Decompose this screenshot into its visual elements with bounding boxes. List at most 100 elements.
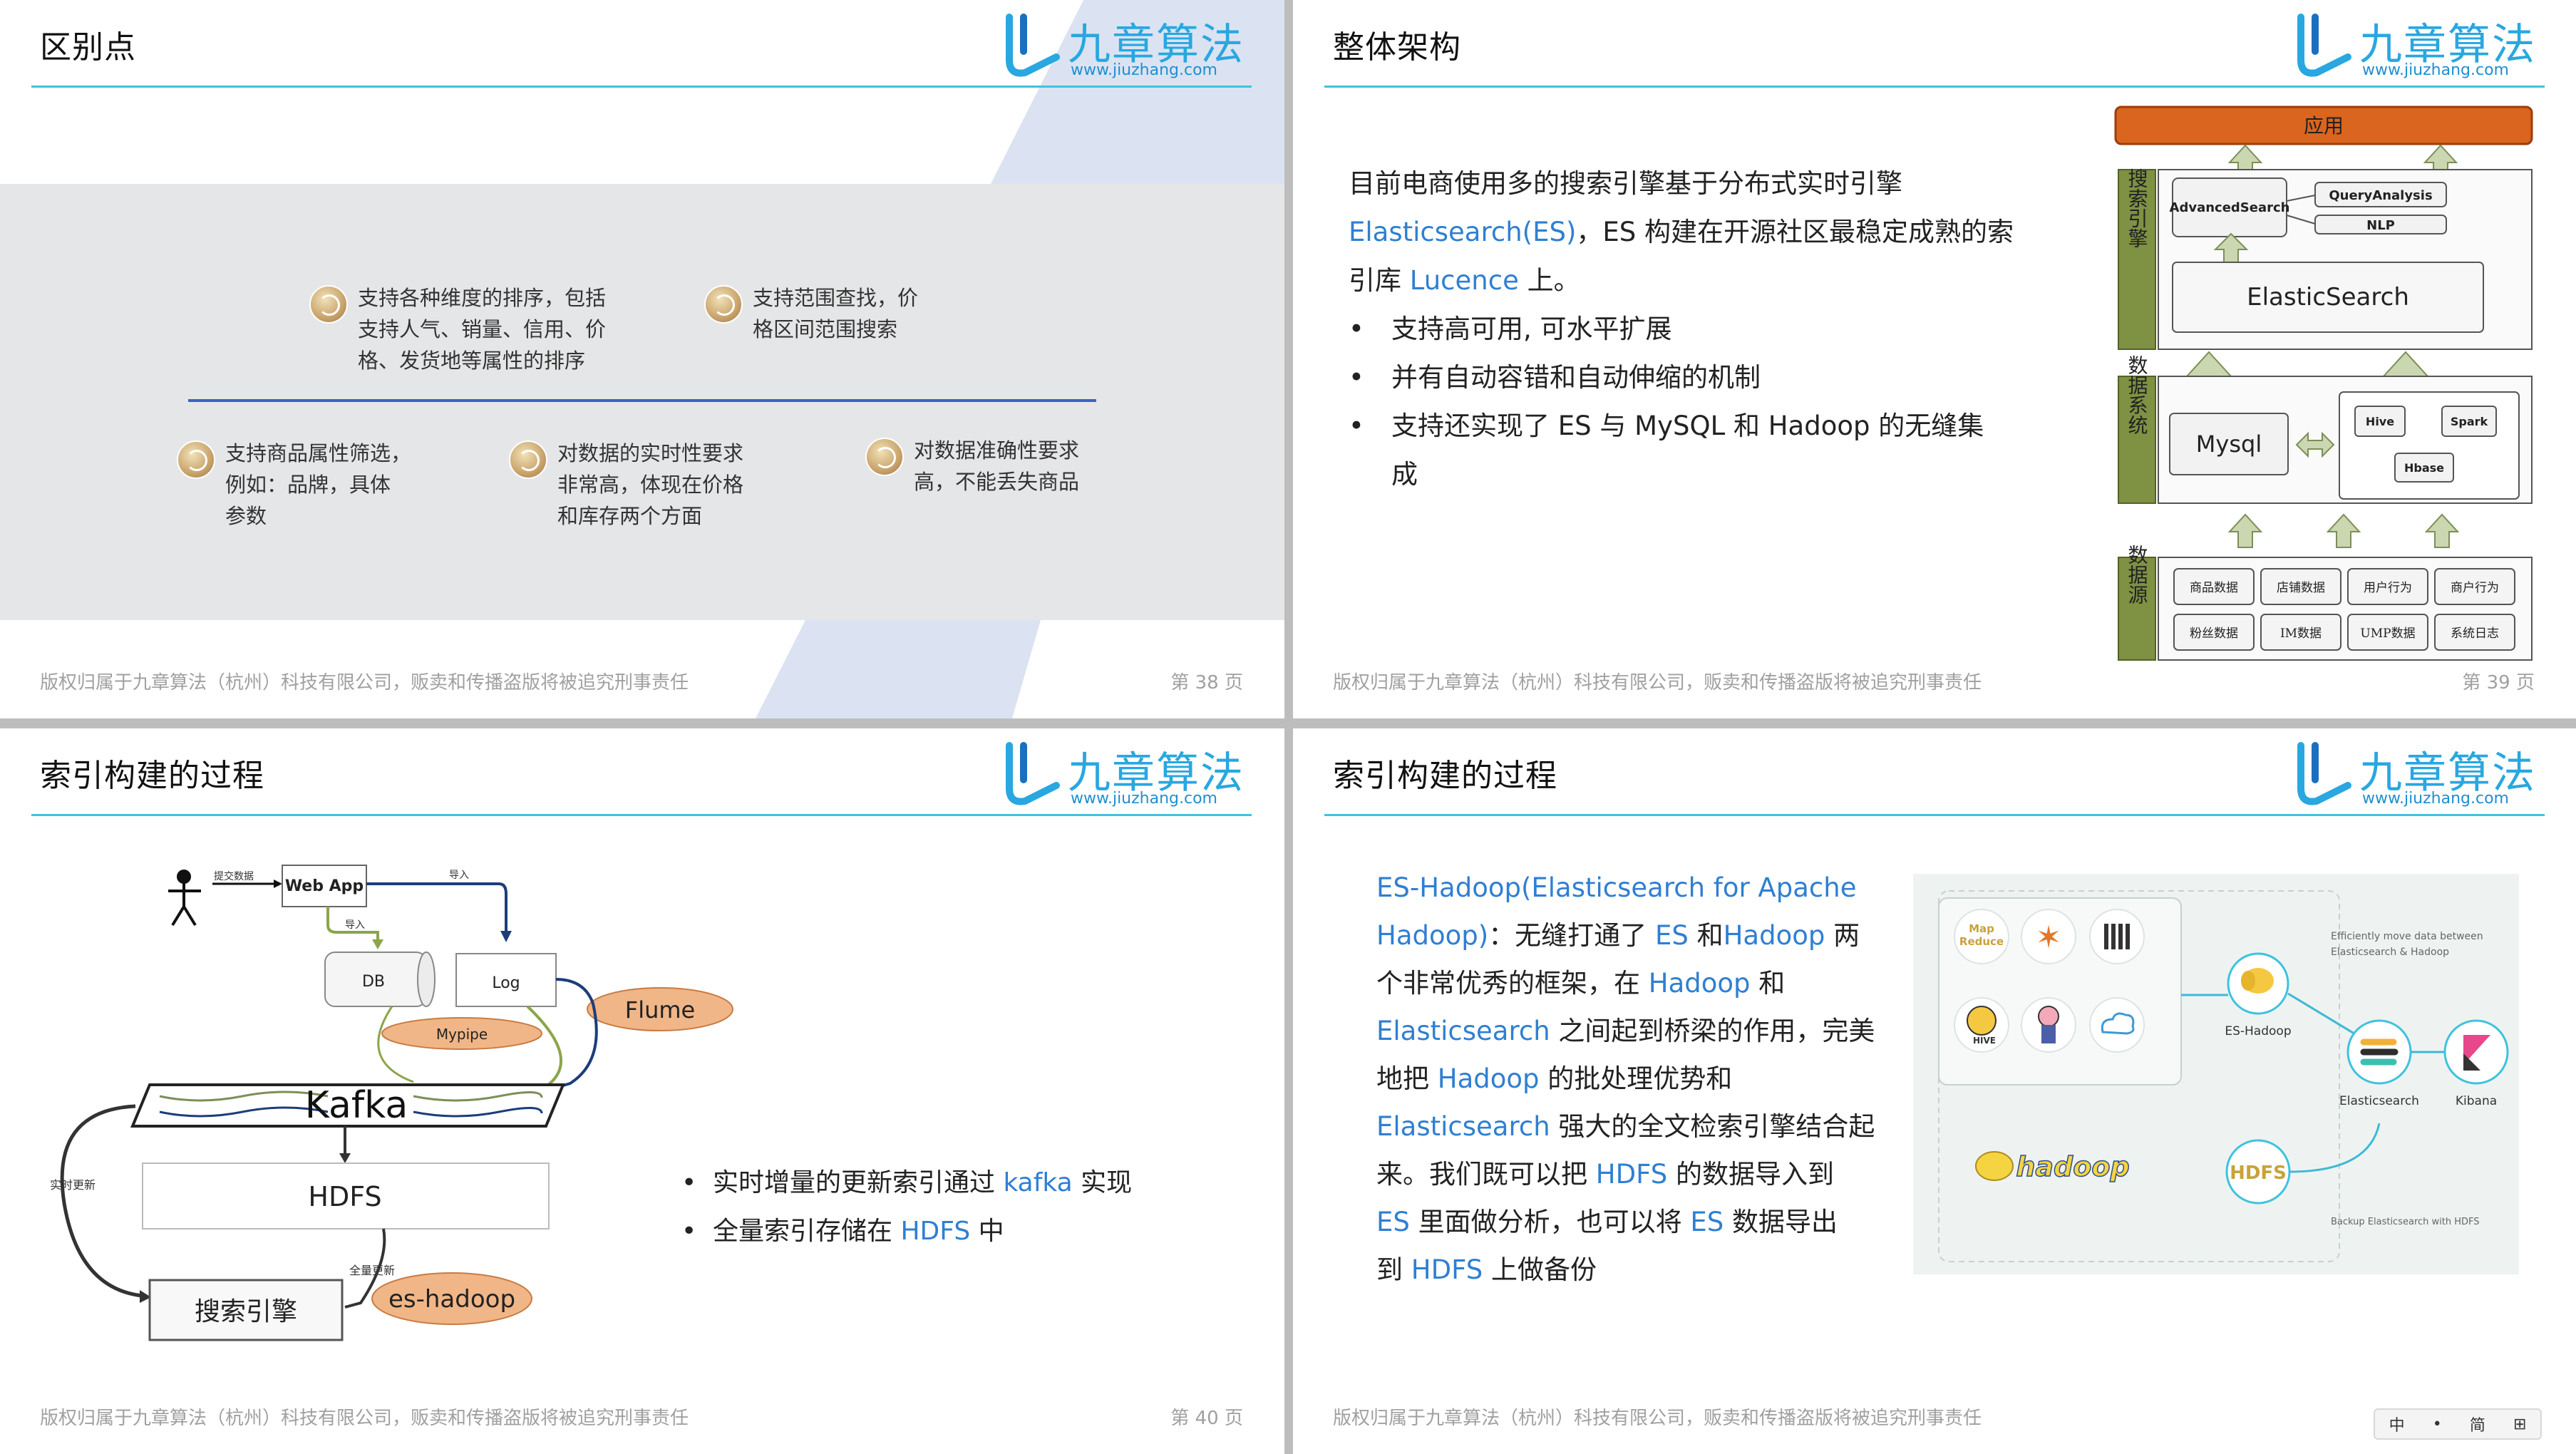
es-link[interactable]: Elasticsearch(ES) — [1349, 217, 1577, 247]
realtime-label: 实时更新 — [50, 1178, 96, 1192]
bullet-mark: • — [681, 1168, 697, 1197]
feature-range: 支持范围查找，价 格区间范围搜索 — [753, 282, 918, 345]
text-span: 实时增量的更新索引通过 — [713, 1168, 1004, 1197]
text-line: Elasticsearch 之间起到桥梁的作用，完美 — [1376, 1007, 1875, 1055]
text-line: 目前电商使用多的搜索引擎基于分布式实时引擎 — [1349, 168, 1902, 199]
text-span: 里面做分析，也可以将 — [1409, 1207, 1691, 1237]
bullet-mark: • — [1349, 362, 1364, 393]
up-arrow-icon — [2326, 513, 2361, 548]
text-line: Elasticsearch(ES)，ES 构建在开源社区最稳定成熟的索 — [1349, 208, 2047, 257]
webapp-box — [282, 865, 367, 907]
elasticsearch-link[interactable]: Elasticsearch — [1376, 1016, 1550, 1046]
logo-mark-icon — [1006, 14, 1060, 77]
bullet-item: 成 — [1349, 450, 2047, 499]
text-span: 数据导出 — [1724, 1207, 1838, 1237]
ime-grid-icon[interactable]: ⊞ — [2513, 1415, 2527, 1433]
hadoop-link[interactable]: Hadoop — [1437, 1063, 1540, 1094]
hadoop-logo-text: hadoop — [2016, 1151, 2129, 1182]
up-arrow-icon — [2424, 513, 2460, 548]
hdfs-box — [142, 1162, 550, 1229]
feature-filter: 支持商品属性筛选， 例如：品牌，具体 参数 — [225, 438, 411, 532]
slide-41[interactable]: 索引构建的过程 九章算法 www.jiuzhang.com ES-Hadoop(… — [1293, 728, 2576, 1454]
ime-simplified-button[interactable]: 简 — [2469, 1417, 2485, 1435]
copyright-footer: 版权归属于九章算法（杭州）科技有限公司，贩卖和传播盗版将被追究刑事责任 — [1333, 1408, 1982, 1429]
text-span: 上。 — [1518, 265, 1580, 296]
text-span: 两 — [1825, 920, 1860, 951]
search-layer-tag — [2118, 169, 2156, 350]
search-engine-box — [148, 1279, 344, 1341]
data-source-label: 店铺数据 — [2277, 581, 2325, 595]
full-update-label: 全量更新 — [349, 1264, 395, 1277]
bullet-item: •并有自动容错和自动伸缩的机制 — [1349, 354, 2047, 402]
text-span: 的数据导入到 — [1667, 1159, 1834, 1190]
index-pipeline-diagram: 提交数据 Web App 导入 导入 DB Log Flume Mypipe K… — [50, 865, 733, 1341]
data-source-label: 商户行为 — [2451, 581, 2499, 595]
lucence-link[interactable]: Lucence — [1409, 265, 1519, 296]
storm-icon — [2089, 909, 2145, 964]
star-glyph: ✶ — [2036, 919, 2062, 956]
hadoop-link[interactable]: Hadoop) — [1376, 920, 1489, 951]
hadoop-link[interactable]: Hadoop — [1648, 968, 1751, 999]
eshadoop-link[interactable]: ES-Hadoop(Elasticsearch for Apache — [1376, 872, 1857, 903]
es-link[interactable]: ES — [1654, 920, 1689, 951]
title-underline — [1324, 814, 2545, 816]
eshadoop-label: es-hadoop — [388, 1285, 515, 1314]
logo-url: www.jiuzhang.com — [2362, 790, 2509, 808]
hive-label: HIVE — [1973, 1036, 1996, 1046]
ime-punct-button[interactable]: • — [2432, 1415, 2442, 1433]
hdfs-link[interactable]: HDFS — [900, 1217, 971, 1246]
feature-line: 非常高，体现在价格 — [557, 473, 744, 497]
mypipe-ellipse — [381, 1017, 542, 1050]
eshadoop-ecosystem-diagram: Map Reduce ✶ HIVE ES-Hadoop Efficiently … — [1913, 874, 2519, 1274]
ime-mode-button[interactable]: 中 — [2389, 1417, 2405, 1435]
copyright-footer: 版权归属于九章算法（杭州）科技有限公司，贩卖和传播盗版将被追究刑事责任 — [1333, 672, 1982, 694]
bullet-item: •全量索引存储在 HDFS 中 — [681, 1207, 1132, 1256]
logo-mark-icon — [1006, 742, 1060, 805]
es-link[interactable]: ES — [1690, 1207, 1724, 1237]
pig-icon — [2021, 909, 2076, 964]
slide-39[interactable]: 整体架构 九章算法 www.jiuzhang.com 目前电商使用多的搜索引擎基… — [1293, 0, 2576, 718]
logo-text: 九章算法 — [1068, 20, 1245, 70]
data-source-box-item — [2347, 568, 2428, 605]
slide-38[interactable]: 区别点 九章算法 www.jiuzhang.com 支持各种维度的排序，包括 支… — [0, 0, 1284, 718]
feature-sort: 支持各种维度的排序，包括 支持人气、销量、信用、价 格、发货地等属性的排序 — [358, 282, 606, 376]
submit-label: 提交数据 — [214, 870, 254, 882]
title-underline — [31, 814, 1252, 816]
feature-accuracy: 对数据准确性要求 高，不能丢失商品 — [914, 435, 1079, 497]
text-line: 个非常优秀的框架，在 Hadoop 和 — [1376, 959, 1875, 1007]
log-box — [455, 953, 557, 1007]
logo-mark-icon — [2297, 14, 2351, 77]
ime-toolbar[interactable]: 中 • 简 ⊞ — [2374, 1408, 2542, 1440]
data-source-label: 粉丝数据 — [2190, 627, 2238, 641]
title-underline — [1324, 86, 2545, 88]
copyright-footer: 版权归属于九章算法（杭州）科技有限公司，贩卖和传播盗版将被追究刑事责任 — [40, 672, 689, 694]
up-arrow-icon — [2227, 513, 2263, 548]
webapp-label: Web App — [285, 877, 364, 895]
kafka-label: Kafka — [305, 1084, 408, 1127]
text-span: 个非常优秀的框架，在 — [1376, 968, 1649, 999]
title-underline — [31, 86, 1252, 88]
kibana-node — [2443, 1019, 2509, 1085]
hdfs-link[interactable]: HDFS — [1595, 1159, 1668, 1190]
import-label: 导入 — [449, 870, 469, 881]
es-link[interactable]: ES — [1376, 1207, 1410, 1237]
hdfs-link[interactable]: HDFS — [1411, 1254, 1483, 1285]
elasticsearch-node-label: Elasticsearch — [2339, 1094, 2419, 1108]
mapreduce-label: Reduce — [1959, 935, 2004, 948]
slide-title: 区别点 — [40, 29, 136, 66]
elasticsearch-link[interactable]: Elasticsearch — [1376, 1111, 1550, 1142]
hadoop-link[interactable]: Hadoop — [1723, 920, 1825, 951]
kafka-link[interactable]: kafka — [1003, 1168, 1073, 1197]
decorative-shape — [756, 620, 1041, 718]
queryanalysis-label: QueryAnalysis — [2329, 188, 2432, 203]
slide-40[interactable]: 索引构建的过程 九章算法 www.jiuzhang.com 提交数据 Web A… — [0, 728, 1284, 1454]
cloud-icon — [2089, 997, 2145, 1053]
data-source-box-item — [2347, 614, 2428, 651]
eshadoop-node-label: ES-Hadoop — [2225, 1024, 2291, 1038]
hadoop-logo: hadoop — [1975, 1150, 2130, 1183]
bullet-mark: • — [1349, 411, 1364, 441]
app-layer-label: 应用 — [2304, 114, 2344, 138]
feature-line: 格、发货地等属性的排序 — [358, 349, 586, 373]
mapreduce-label: Map — [1969, 922, 1994, 935]
